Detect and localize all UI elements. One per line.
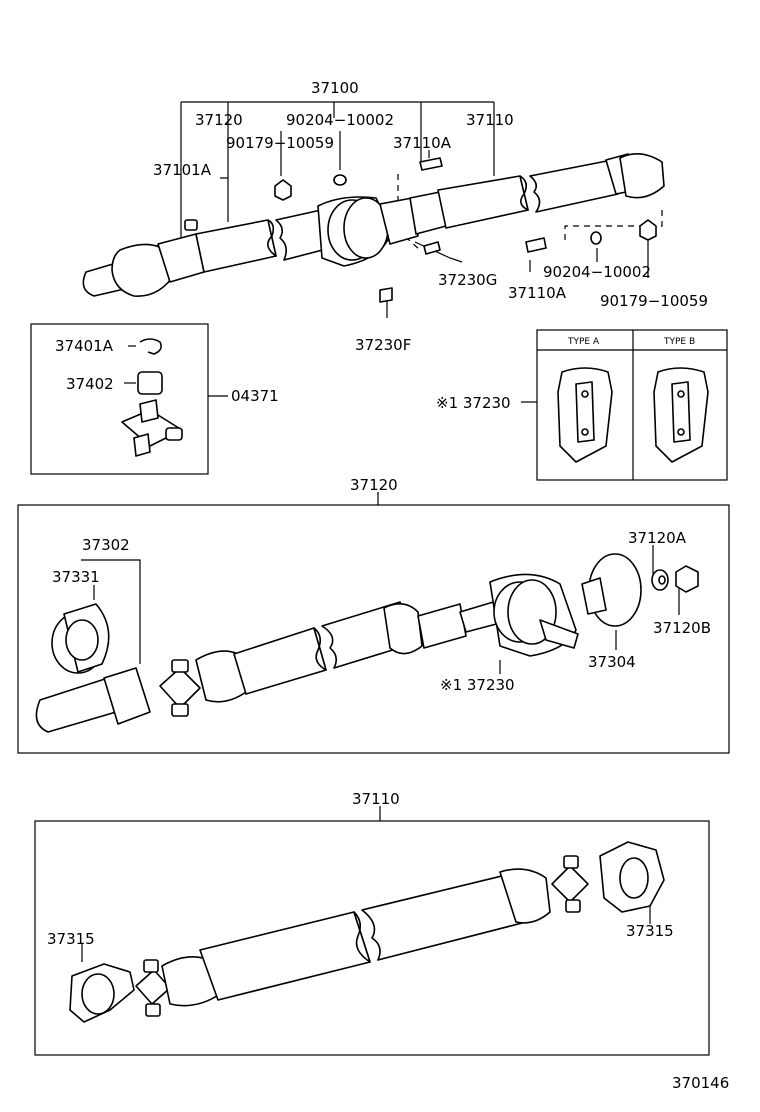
rear-shaft-box: 37110 37315 37315: [34, 790, 710, 1056]
bearing-types-box: TYPE A TYPE B ※1 37230: [436, 329, 728, 481]
label-37110A-bottom: 37110A: [508, 284, 567, 302]
spider-kit-box: 37401A 37402 04371: [30, 323, 279, 475]
label-37120-section: 37120: [350, 476, 398, 494]
label-37120A: 37120A: [628, 529, 687, 547]
label-37331: 37331: [52, 568, 100, 586]
label-37230G: 37230G: [438, 271, 497, 289]
label-04371: 04371: [231, 387, 279, 405]
label-37230-mid: ※1 37230: [440, 676, 515, 694]
label-90204-bottom: 90204−10002: [543, 263, 651, 281]
label-type-b: TYPE B: [663, 337, 695, 347]
label-37120B: 37120B: [653, 619, 711, 637]
label-type-a: TYPE A: [567, 337, 600, 347]
label-37302: 37302: [82, 536, 130, 554]
top-assembly: 37100 37120 90204−10002 37110 90179−1005…: [82, 79, 708, 354]
label-37402: 37402: [66, 375, 114, 393]
label-37230F: 37230F: [355, 336, 411, 354]
label-37401A: 37401A: [55, 337, 114, 355]
label-90179-bottom: 90179−10059: [600, 292, 708, 310]
label-bearing-ref: ※1 37230: [436, 394, 511, 412]
label-37120-top: 37120: [195, 111, 243, 129]
label-37101A: 37101A: [153, 161, 212, 179]
label-37315-left: 37315: [47, 930, 95, 948]
label-37304: 37304: [588, 653, 636, 671]
label-37315-right: 37315: [626, 922, 674, 940]
label-37110-top: 37110: [466, 111, 514, 129]
label-90179-top: 90179−10059: [226, 134, 334, 152]
front-shaft-box: 37120 37302 37331 37120A 37120B 37304 ※1…: [17, 476, 730, 754]
label-37110-section: 37110: [352, 790, 400, 808]
label-37110A-top: 37110A: [393, 134, 452, 152]
label-90204-top: 90204−10002: [286, 111, 394, 129]
label-37100: 37100: [311, 79, 359, 97]
figure-number: 370146: [672, 1074, 729, 1092]
